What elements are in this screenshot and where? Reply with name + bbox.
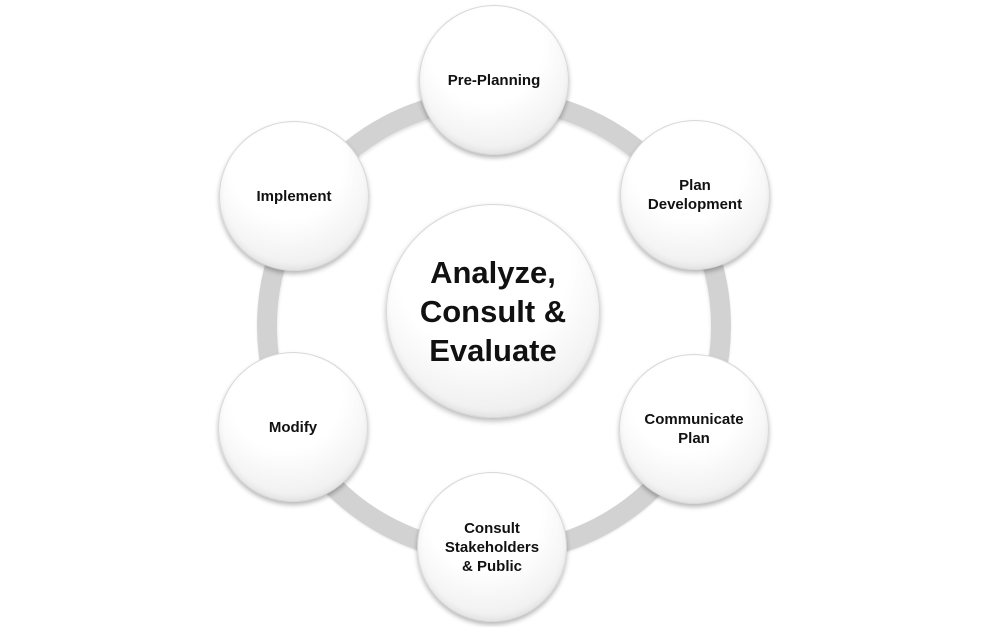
node-label: Communicate Plan xyxy=(644,411,744,447)
node-label: Consult Stakeholders & Public xyxy=(444,519,540,575)
center-circle: Analyze, Consult & Evaluate xyxy=(386,204,600,418)
node-plan-development: Plan Development xyxy=(620,120,770,270)
node-label: Modify xyxy=(268,418,318,436)
node-implement: Implement xyxy=(219,121,369,271)
node-pre-planning: Pre-Planning xyxy=(419,5,569,155)
center-label: Analyze, Consult & Evaluate xyxy=(419,254,567,368)
node-label: Implement xyxy=(256,187,332,205)
node-communicate-plan: Communicate Plan xyxy=(619,354,769,504)
node-label: Plan Development xyxy=(647,177,743,213)
node-label: Pre-Planning xyxy=(447,71,541,89)
node-modify: Modify xyxy=(218,352,368,502)
node-consult-stakeholders: Consult Stakeholders & Public xyxy=(417,472,567,622)
